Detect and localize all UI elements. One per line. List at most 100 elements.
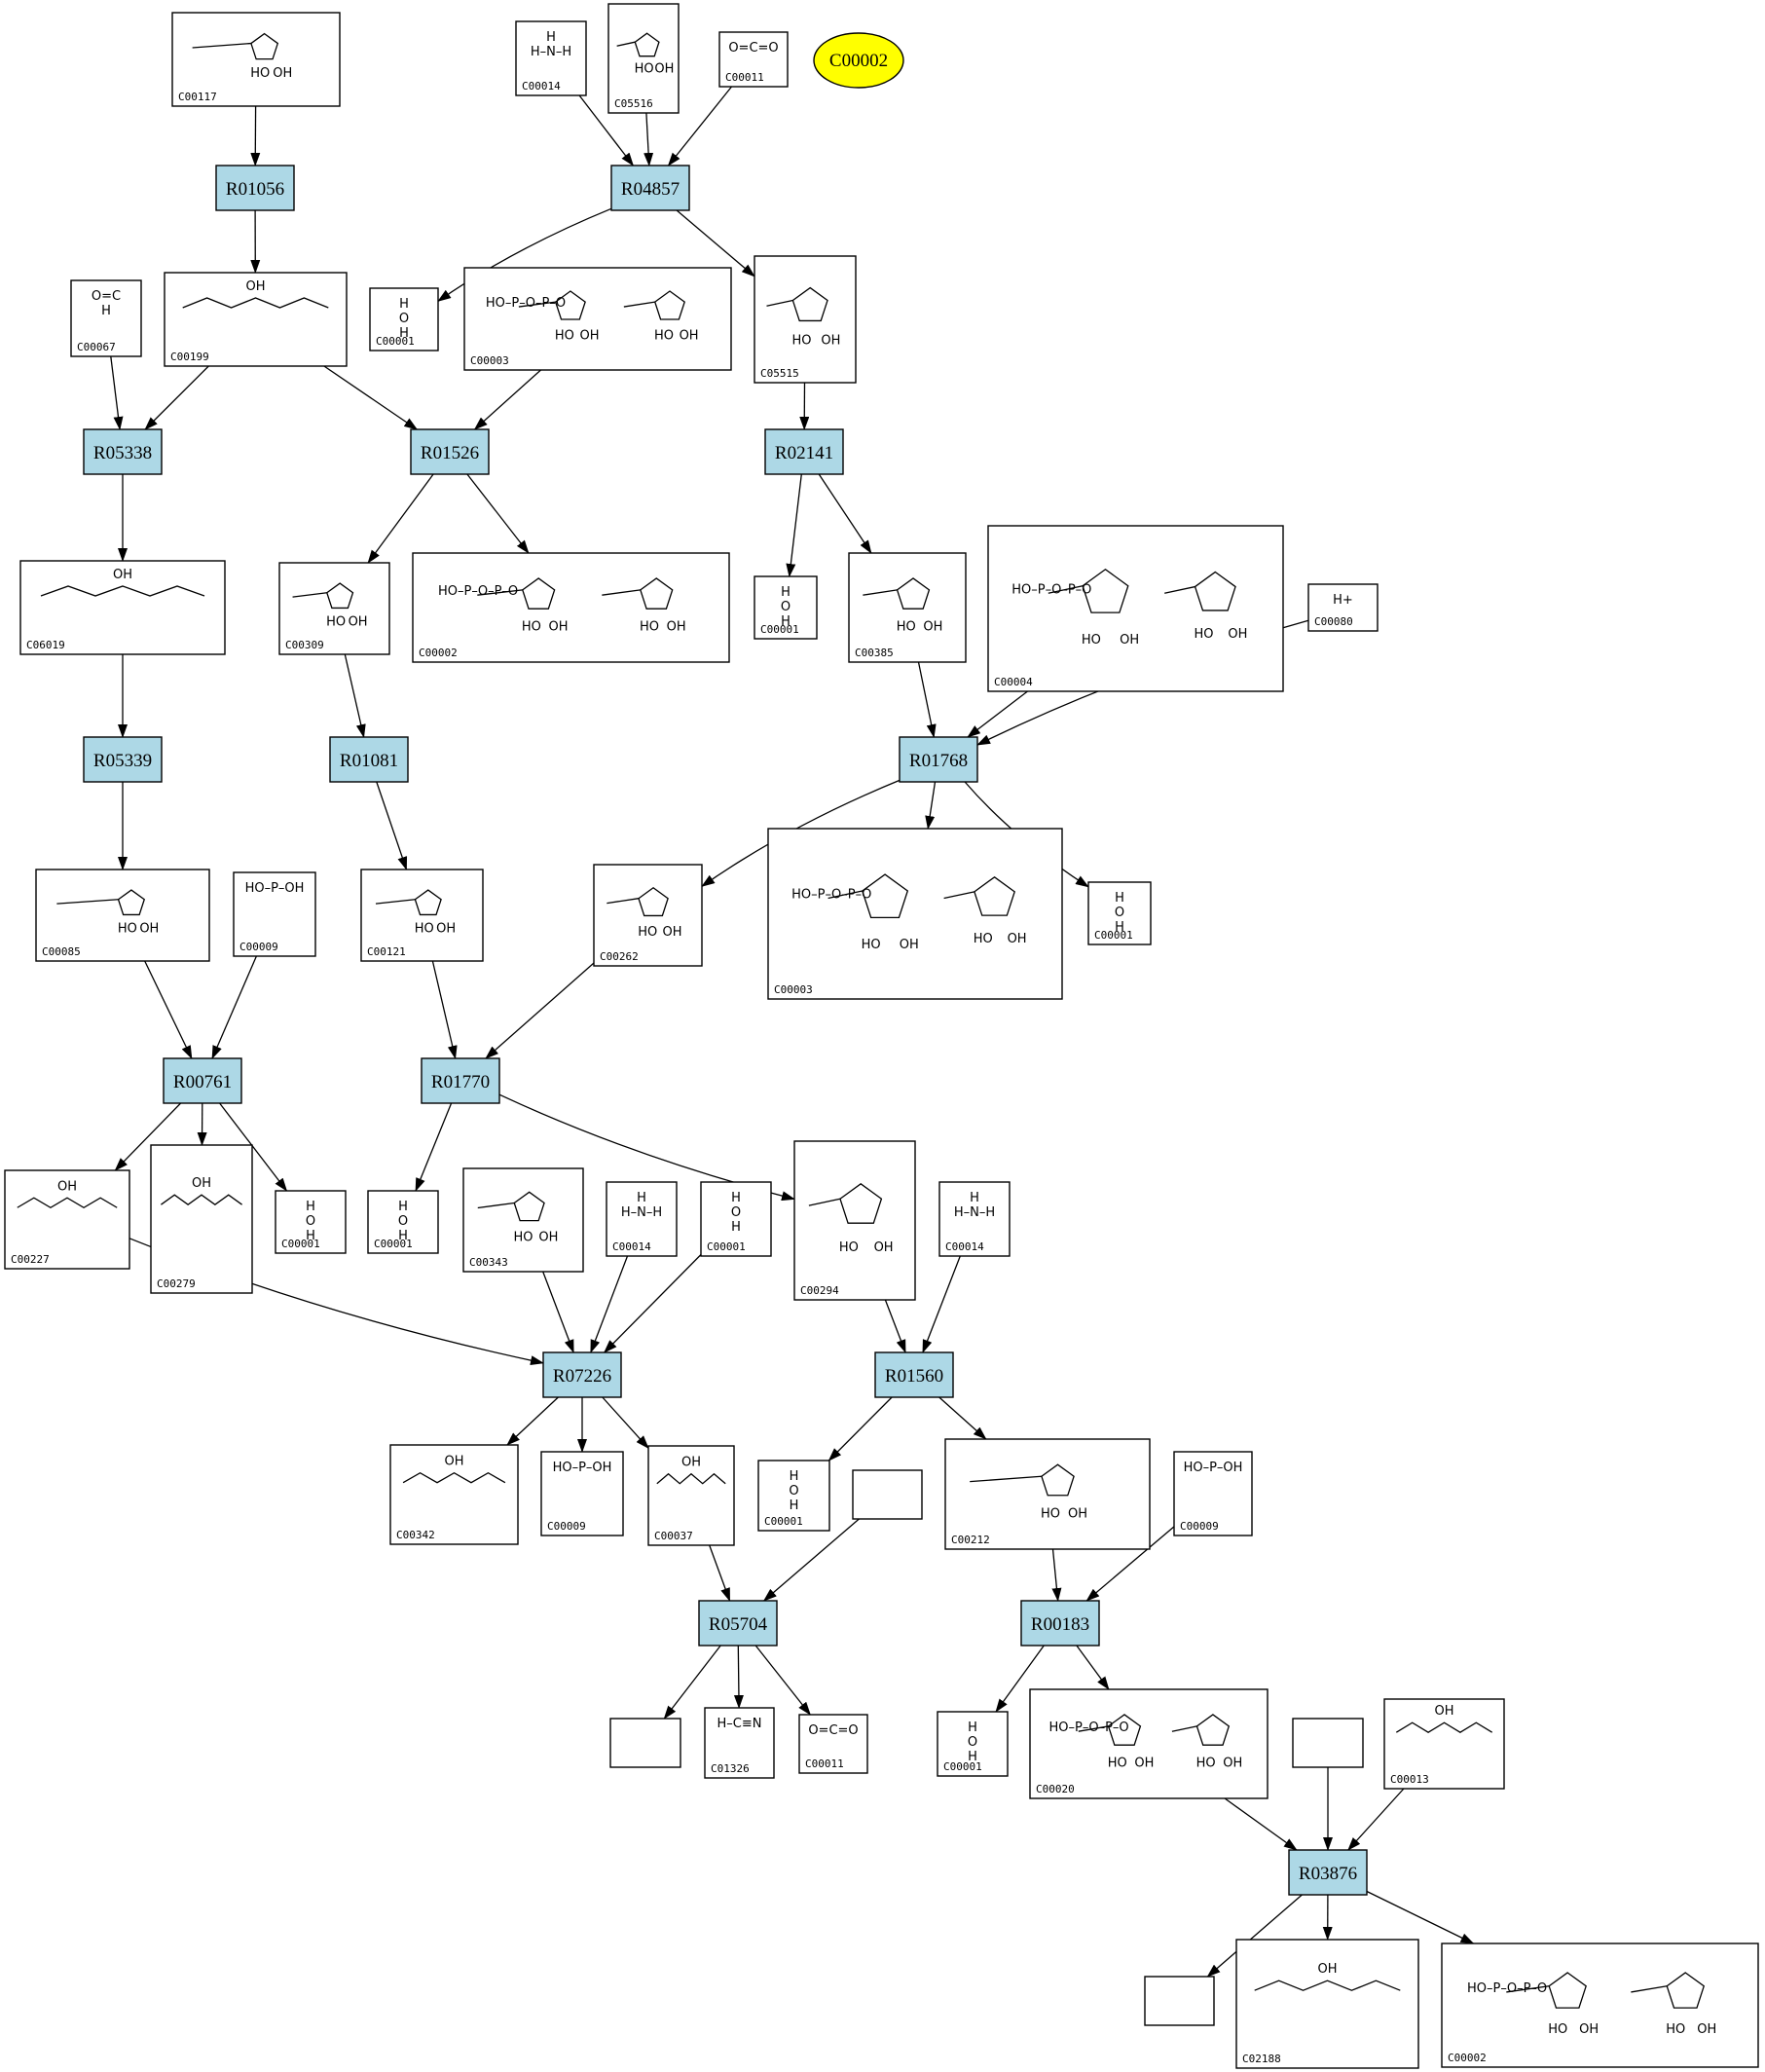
chain-structure-icon <box>1395 1721 1493 1733</box>
reaction-edge <box>590 1255 629 1353</box>
reaction-node[interactable]: R01770 <box>421 1057 500 1104</box>
reaction-node[interactable]: R01768 <box>899 736 978 783</box>
bond-line <box>1078 1725 1109 1732</box>
atom-label-icon: HO <box>1082 633 1101 648</box>
atom-label-icon: OH <box>113 568 132 582</box>
reaction-edge <box>376 781 408 870</box>
reaction-node[interactable]: R05339 <box>83 736 163 783</box>
reaction-node[interactable]: R02141 <box>764 428 844 475</box>
atom-label: H <box>306 1229 315 1243</box>
reaction-label: R00761 <box>173 1072 232 1092</box>
compound-node[interactable]: H+C00080 <box>1307 583 1379 632</box>
compound-node[interactable] <box>1144 1976 1215 2026</box>
compound-node[interactable] <box>609 1718 681 1768</box>
compound-id-label: C00262 <box>600 950 639 963</box>
atom-label-icon: OH <box>273 66 292 81</box>
reaction-node[interactable]: R01526 <box>410 428 490 475</box>
atom-label: H <box>637 1191 646 1205</box>
atom-label-icon: HO <box>513 1231 533 1245</box>
ring-structure-icon <box>640 577 674 610</box>
reaction-node[interactable]: R00761 <box>163 1057 242 1104</box>
reaction-node[interactable]: R00183 <box>1020 1600 1100 1646</box>
atom-label-icon: OH <box>1068 1506 1087 1521</box>
reaction-box <box>542 1351 622 1398</box>
bond-line <box>1164 585 1195 594</box>
compound-box <box>1235 1939 1419 2069</box>
atom-label-icon: OH <box>1697 2022 1716 2037</box>
reaction-box <box>698 1600 778 1646</box>
ring-structure-icon <box>1107 1714 1142 1746</box>
compound-box <box>540 1451 624 1536</box>
reaction-edge <box>1206 1894 1303 1978</box>
reaction-node[interactable]: R05338 <box>83 428 163 475</box>
compound-box <box>1173 1451 1253 1536</box>
reaction-edge <box>110 355 124 430</box>
reaction-node[interactable]: R07226 <box>542 1351 622 1398</box>
reaction-edge <box>733 1645 744 1709</box>
reaction-node[interactable]: R01081 <box>329 736 409 783</box>
compound-box <box>19 560 226 655</box>
reaction-label: R01768 <box>909 751 968 771</box>
atom-label-icon: OH <box>663 925 682 940</box>
ring-structure-icon <box>791 286 828 322</box>
atom-label: H–N–H <box>954 1205 995 1220</box>
reaction-node[interactable]: R01560 <box>874 1351 954 1398</box>
reaction-node[interactable]: R04857 <box>610 165 690 211</box>
highlighted-compound[interactable]: C00002 <box>813 32 904 89</box>
compound-node[interactable] <box>852 1469 923 1520</box>
reaction-node[interactable]: R01056 <box>215 165 295 211</box>
reaction-node[interactable]: R05704 <box>698 1600 778 1646</box>
bond-line <box>827 890 863 900</box>
atom-label: H <box>968 1720 977 1735</box>
bond-line <box>477 589 523 596</box>
compound-node[interactable] <box>1292 1718 1364 1768</box>
compound-box <box>389 1444 519 1545</box>
reaction-edge <box>925 781 937 830</box>
reaction-node[interactable]: R03876 <box>1288 1849 1368 1896</box>
atom-label-icon: HO–P–O–P–O <box>486 296 566 311</box>
